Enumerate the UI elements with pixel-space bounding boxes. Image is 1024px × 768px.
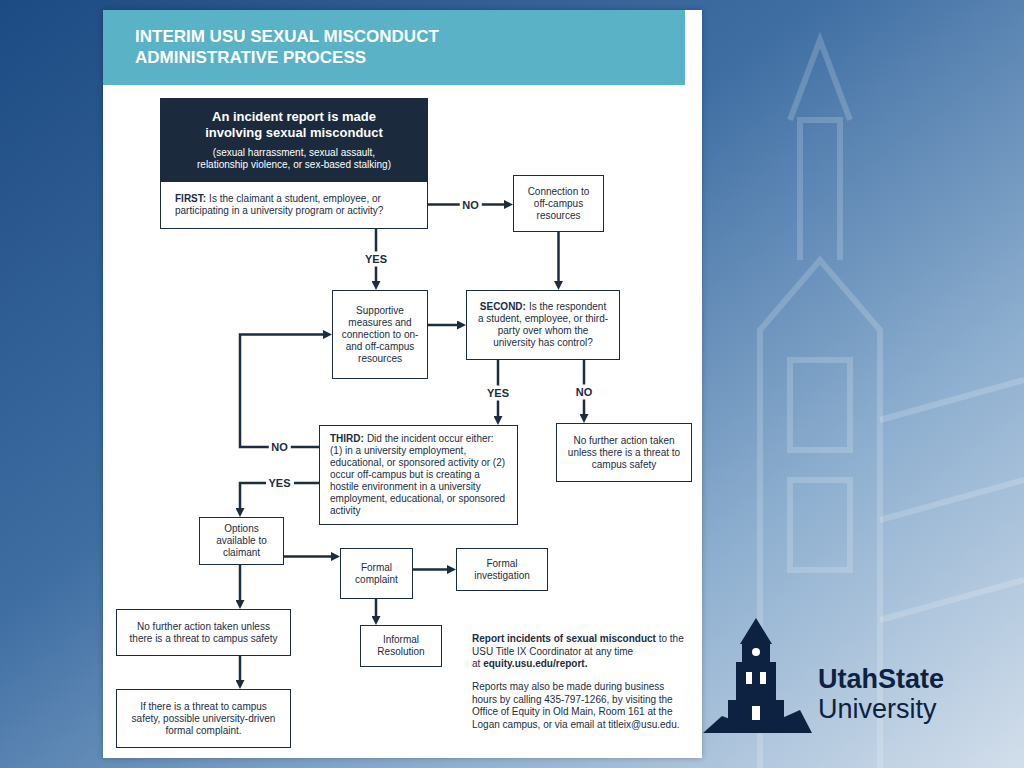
decision-box: FIRST:Is the claimant a student, employe… — [160, 181, 428, 229]
report-heading: Report incidents of sexual misconduct — [472, 633, 656, 644]
step-label: FIRST: — [175, 193, 206, 204]
branch-label: NO — [573, 384, 596, 399]
outcome-box: No further action taken unless there is … — [556, 423, 692, 482]
flow-arrow — [284, 555, 331, 558]
node-text: Did the incident occur either: (1) in a … — [330, 433, 505, 516]
process-box: Supportive measures and connection to on… — [332, 290, 428, 379]
flow-arrow — [239, 656, 242, 680]
node-text: If there is a threat to campus safety, p… — [129, 701, 278, 737]
node-text: Formal complaint — [347, 562, 406, 586]
node-text: Formal investigation — [463, 558, 541, 582]
text-wrap: SECOND:Is the respondent a student, empl… — [477, 301, 609, 349]
heading-text: An incident report is made involving sex… — [195, 109, 393, 141]
node-text: No further action taken unless there is … — [563, 435, 685, 471]
logo-text: UtahState — [818, 664, 944, 694]
flow-arrow — [240, 335, 323, 448]
branch-label: YES — [362, 252, 390, 267]
logo-wordmark: UtahState — [818, 664, 944, 694]
flow-arrow — [557, 232, 560, 281]
node-text: Options available to claimant — [206, 523, 277, 559]
flow-arrow — [428, 324, 457, 327]
outcome-box: No further action taken unless there is … — [116, 609, 291, 656]
node-text: Is the claimant a student, employee, or … — [175, 193, 383, 216]
report-link: equity.usu.edu/report. — [483, 658, 587, 669]
branch-label: YES — [484, 385, 512, 400]
flow-arrow — [375, 599, 378, 616]
process-box: Formal complaint — [340, 548, 413, 599]
building-watermark — [760, 40, 1024, 768]
flow-arrow — [413, 568, 447, 571]
process-box: Formal investigation — [456, 548, 548, 591]
report-text: Reports may also be made during business… — [472, 681, 679, 730]
step-label: SECOND: — [480, 301, 526, 312]
logo-wordmark: University — [818, 694, 937, 724]
title-band — [103, 10, 685, 85]
step-label: THIRD: — [330, 433, 364, 444]
report-note: Report incidents of sexual misconductto … — [472, 633, 690, 671]
start-box: An incident report is made involving sex… — [160, 98, 428, 182]
process-box: Informal Resolution — [360, 625, 442, 667]
process-box: Options available to claimant — [199, 517, 284, 565]
node-text: Supportive measures and connection to on… — [339, 305, 421, 365]
outcome-box: If there is a threat to campus safety, p… — [116, 689, 291, 748]
flow-arrow — [239, 565, 242, 600]
branch-label: NO — [459, 197, 482, 212]
text-wrap: FIRST:Is the claimant a student, employe… — [175, 193, 413, 217]
text-wrap: THIRD:Did the incident occur either: (1)… — [330, 433, 507, 517]
note-text: (sexual harrassment, sexual assault, rel… — [195, 147, 393, 171]
decision-box: THIRD:Did the incident occur either: (1)… — [319, 425, 518, 525]
decision-box: SECOND:Is the respondent a student, empl… — [466, 290, 620, 360]
node-text: Connection to off-campus resources — [520, 186, 597, 222]
branch-label: YES — [265, 476, 293, 491]
report-note: Reports may also be made during business… — [472, 681, 690, 731]
process-box: Connection to off-campus resources — [513, 175, 604, 232]
title-text: INTERIM USU SEXUAL MISCONDUCT ADMINISTRA… — [135, 26, 505, 68]
branch-label: NO — [268, 440, 291, 455]
node-text: No further action taken unless there is … — [129, 621, 278, 645]
node-text: Informal Resolution — [367, 634, 435, 658]
logo-text: University — [818, 694, 937, 724]
